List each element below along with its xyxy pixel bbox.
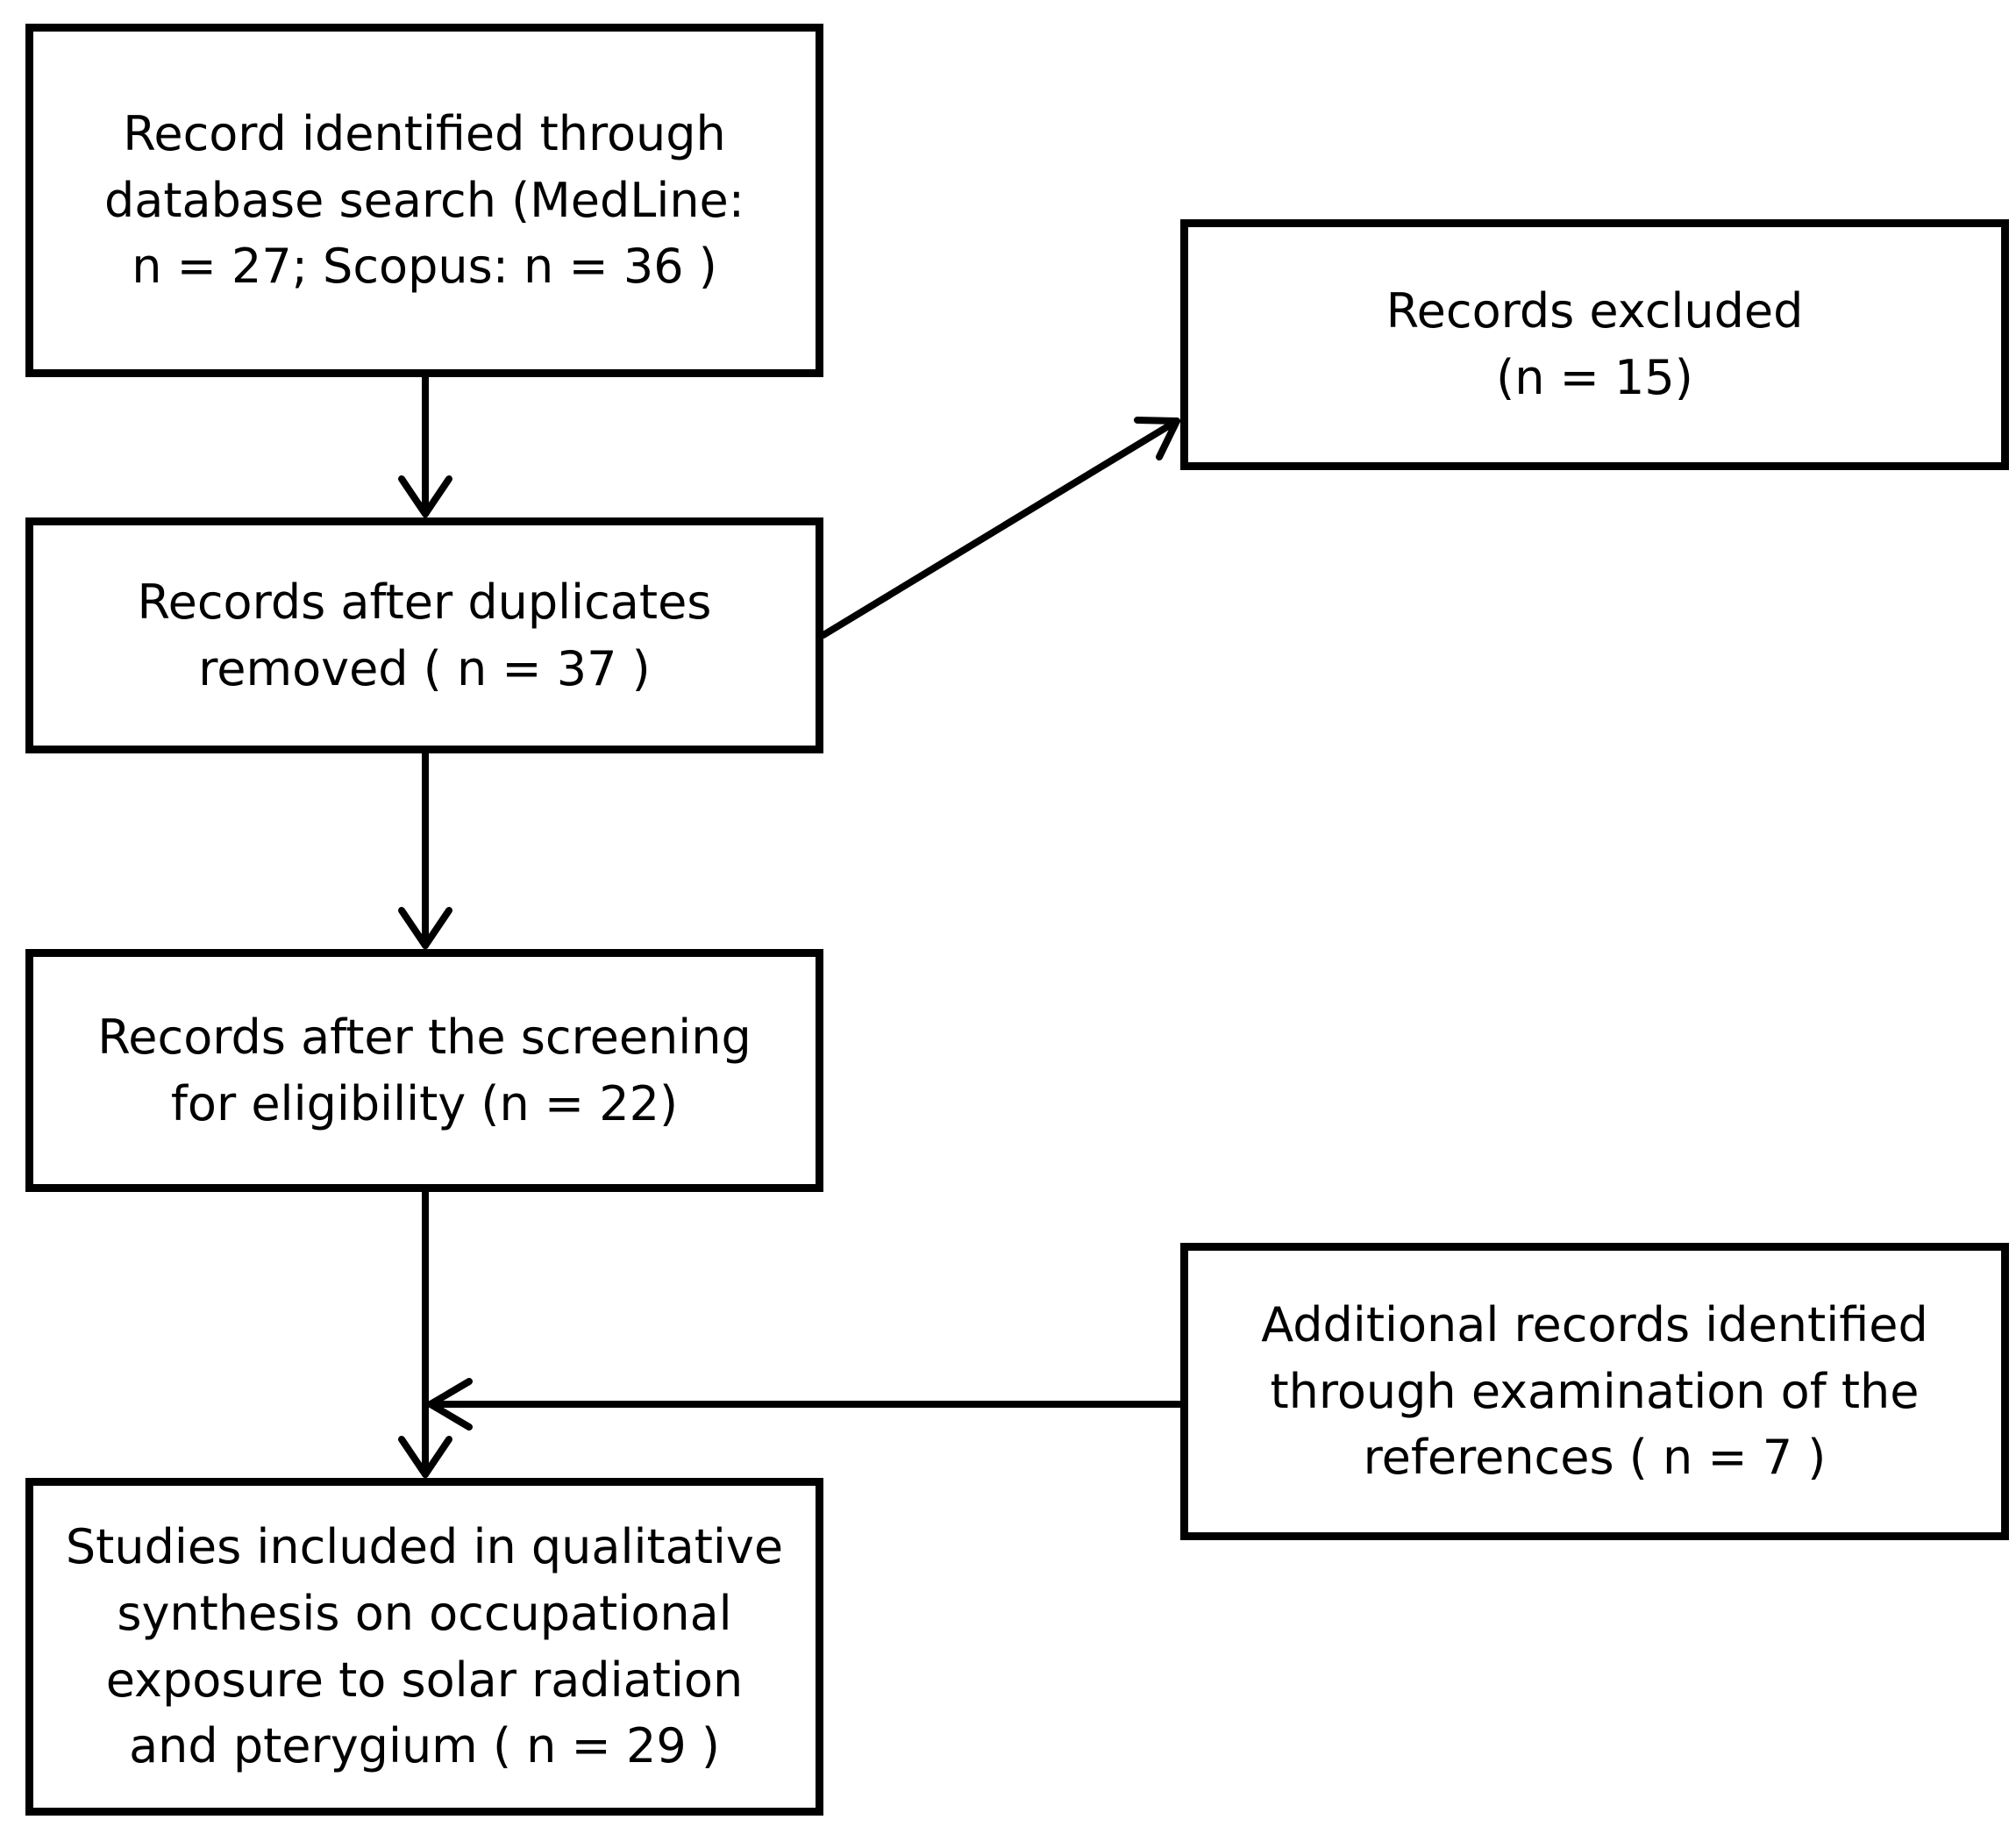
arrowhead-dedup [398,475,452,517]
additional-box-line-1: Additional records identified [1261,1297,1928,1353]
excluded-box-line-2: (n = 15) [1496,350,1693,405]
included-box-line-1: Studies included in qualitative [65,1519,784,1575]
excluded-box: Records excluded (n = 15) [1180,219,2009,470]
arrowhead-included [398,1436,452,1478]
arrowhead-screening [398,907,452,949]
additional-box-line-2: through examination of the [1270,1363,1920,1419]
additional-box-line-3: references ( n = 7 ) [1363,1430,1827,1486]
screening-box-line-1: Records after the screening [97,1009,752,1065]
additional-box: Additional records identified through ex… [1180,1243,2009,1540]
arrow-dedup-to-excluded [820,417,1180,639]
search-box-line-2: database search (MedLine: [104,172,744,228]
arrowhead-excluded [1134,417,1180,460]
screening-box-line-2: for eligibility (n = 22) [170,1075,679,1131]
search-box-line-1: Record identified through [123,106,726,162]
included-box-line-2: synthesis on occupational [117,1585,732,1641]
included-box: Studies included in qualitative synthesi… [25,1478,823,1816]
excluded-box-line-1: Records excluded [1386,283,1804,339]
screening-box: Records after the screening for eligibil… [25,949,823,1192]
arrowhead-flow-join [427,1378,473,1431]
included-box-line-3: exposure to solar radiation [105,1652,744,1708]
search-box: Record identified through database searc… [25,24,823,377]
included-box-line-4: and pterygium ( n = 29 ) [129,1718,720,1774]
dedup-box-line-1: Records after duplicates [137,574,712,630]
dedup-box-line-2: removed ( n = 37 ) [198,640,651,696]
search-box-line-3: n = 27; Scopus: n = 36 ) [132,239,717,295]
dedup-box: Records after duplicates removed ( n = 3… [25,517,823,753]
